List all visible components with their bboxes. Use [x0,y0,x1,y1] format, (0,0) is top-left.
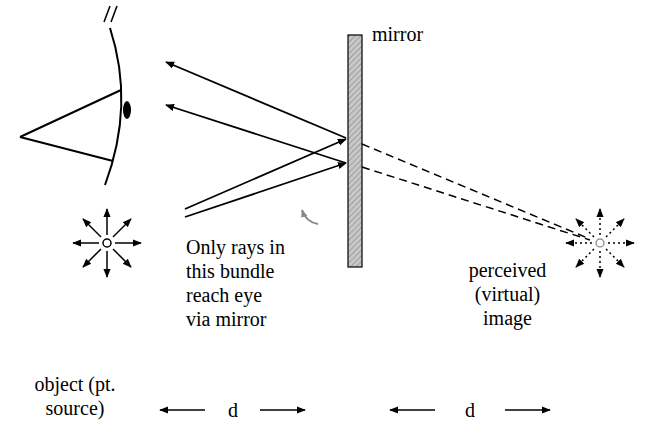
virtual-rays [362,144,590,240]
mirror-label: mirror [372,22,452,46]
dimension-arrows [160,409,550,411]
distance-label: d [459,398,481,422]
light-rays [166,62,346,217]
object-label: object (pt. source) [25,372,125,420]
object-source [73,209,141,277]
eye-symbol [20,6,121,185]
eye-lens [123,101,131,119]
virtual-image [566,209,634,277]
image-label: perceived (virtual) image [460,258,555,330]
bundle-note: Only rays in this bundle reach eye via m… [186,235,288,331]
mirror-plate [348,35,362,267]
pointer-arrow [302,210,318,224]
distance-label: d [222,398,244,422]
